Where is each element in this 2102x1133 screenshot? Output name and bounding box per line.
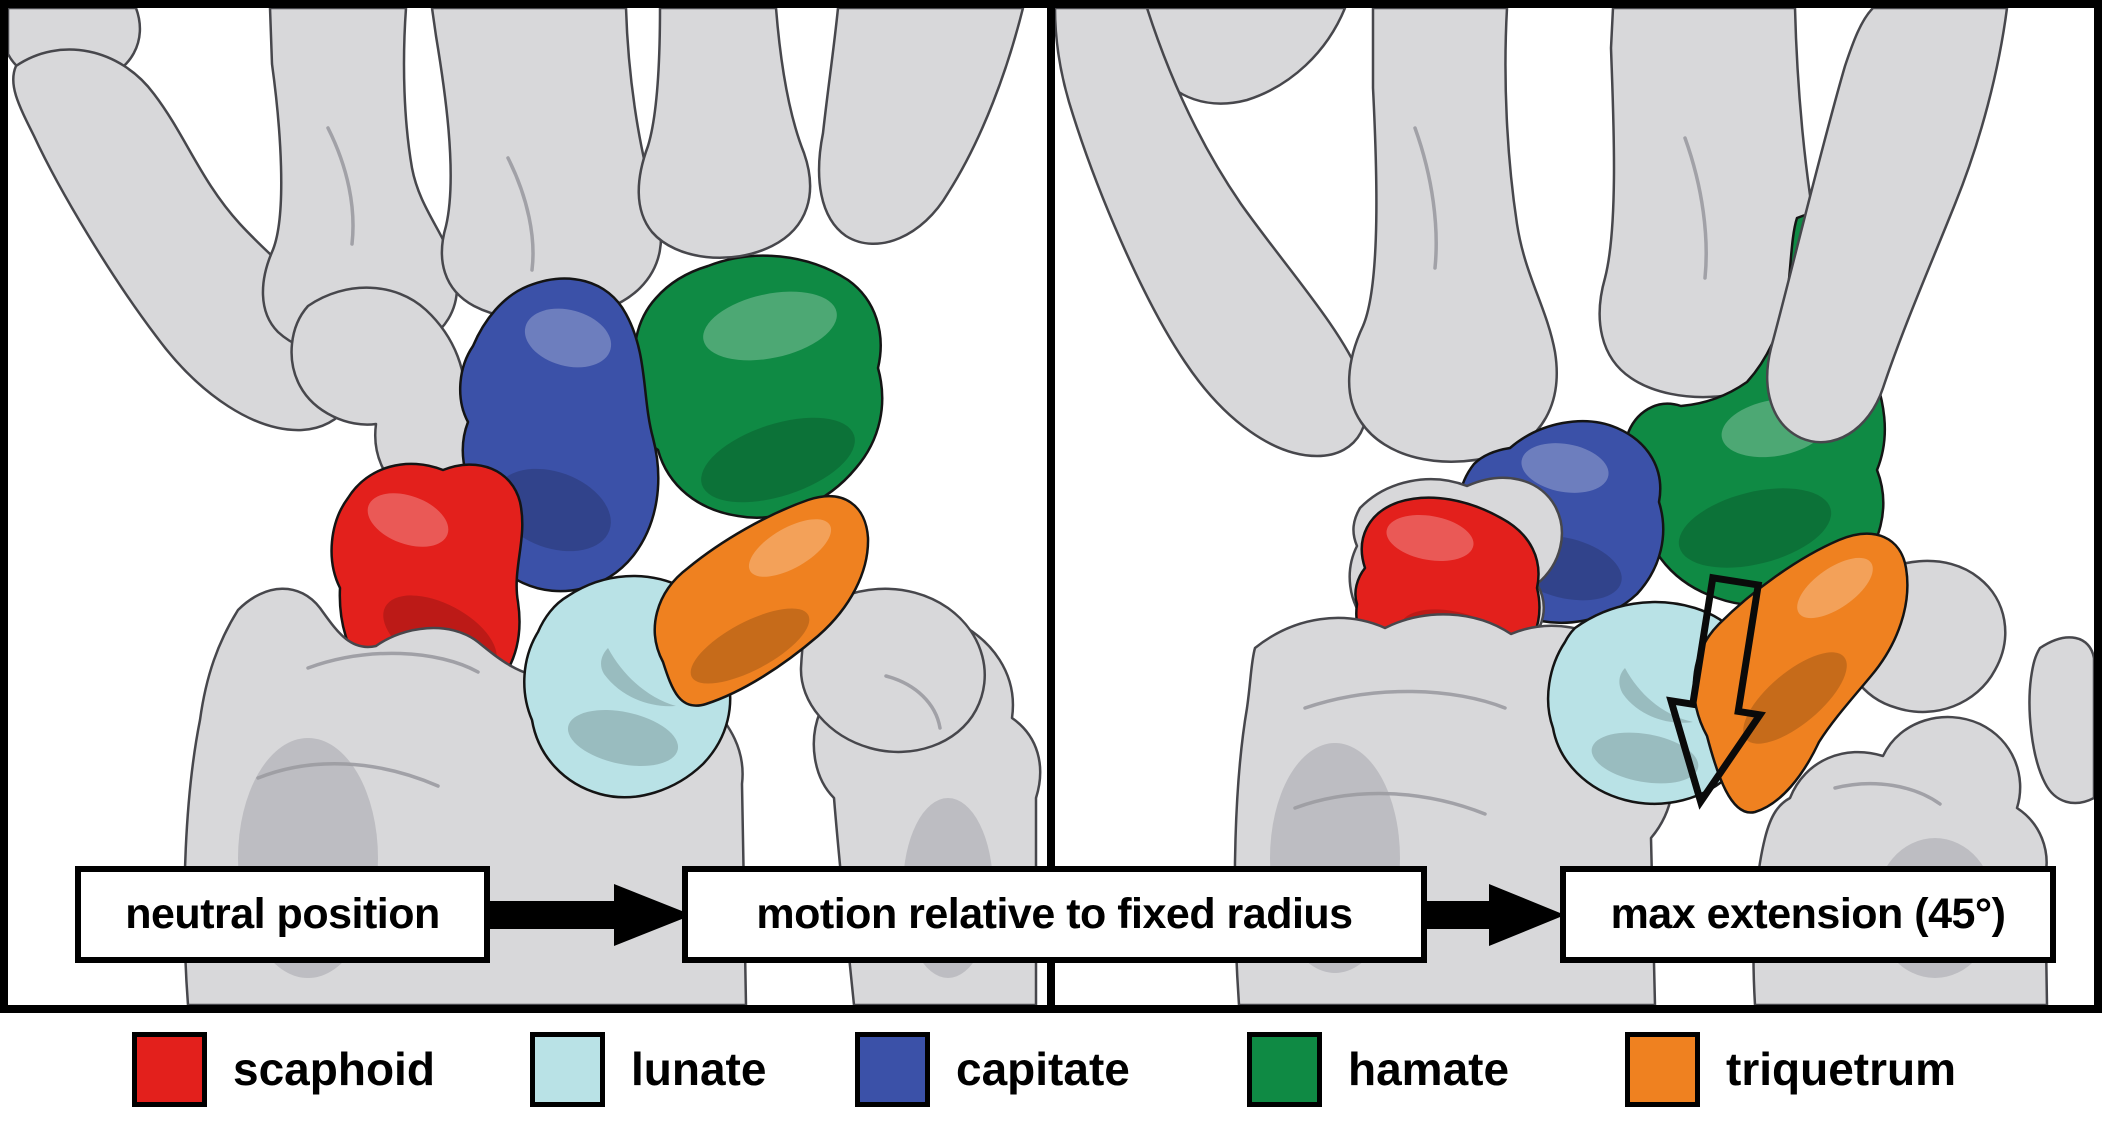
legend-item-hamate: hamate: [1247, 1032, 1509, 1107]
bone-highlight: [1386, 515, 1474, 561]
legend-label: hamate: [1348, 1043, 1510, 1095]
legend-item-triquetrum: triquetrum: [1625, 1032, 1956, 1107]
gray-bones-back: [1055, 8, 1827, 463]
legend-label: scaphoid: [233, 1043, 435, 1095]
bone-shading: [495, 468, 611, 552]
flow-arrow-icon: [486, 884, 692, 946]
legend-swatch-capitate: [855, 1032, 930, 1107]
triquetrum-outline: [653, 495, 870, 707]
bone-shading: [701, 417, 855, 503]
wrist-render-neutral: [8, 8, 1042, 1005]
swatch-color: [855, 1032, 930, 1107]
bone-highlight: [367, 493, 449, 547]
swatch-color: [1247, 1032, 1322, 1107]
legend: scaphoid lunate capitate hamate triquetr: [0, 1013, 2102, 1133]
caption-text: max extension (45°): [1610, 890, 2006, 938]
middle-metacarpal-bone: [430, 8, 663, 322]
legend-item-scaphoid: scaphoid: [132, 1032, 435, 1107]
bone-shading: [1591, 732, 1699, 784]
legend-swatch-hamate: [1247, 1032, 1322, 1107]
bone-texture-lines: [256, 126, 942, 788]
triquetrum-outline: [1692, 532, 1909, 814]
swatch-color: [1625, 1032, 1700, 1107]
swatch-color: [530, 1032, 605, 1107]
bone-shading: [1743, 652, 1847, 744]
index-metacarpal-bone: [1347, 8, 1558, 463]
render-panels: [0, 0, 2102, 1013]
bone-highlight: [1521, 443, 1609, 493]
bone-highlight: [524, 308, 612, 368]
legend-item-lunate: lunate: [530, 1032, 766, 1107]
caption-text: neutral position: [125, 890, 440, 938]
thumb-metacarpal-bone: [1055, 8, 1369, 458]
legend-item-capitate: capitate: [855, 1032, 1130, 1107]
ring-metacarpal-bone: [637, 8, 812, 259]
bone-highlight: [703, 291, 837, 361]
bone-texture-lines: [1293, 126, 1942, 816]
bone-shading: [567, 710, 679, 766]
flow-arrow-icon: [1423, 884, 1565, 946]
hamate-bone: [633, 254, 884, 519]
swatch-color: [132, 1032, 207, 1107]
ulnar-styloid-bone: [2028, 636, 2094, 805]
legend-label: lunate: [631, 1043, 767, 1095]
bone-highlight: [1797, 557, 1873, 619]
caption-motion-relative: motion relative to fixed radius: [682, 866, 1427, 963]
legend-swatch-triquetrum: [1625, 1032, 1700, 1107]
gray-bones-mid: [637, 8, 1025, 259]
legend-label: capitate: [956, 1043, 1130, 1095]
bone-shading: [1678, 488, 1832, 568]
right-panel-extension: [1055, 8, 2094, 1005]
gray-bones-mid: [1766, 8, 2009, 444]
caption-text: motion relative to fixed radius: [756, 890, 1353, 938]
caption-max-extension: max extension (45°): [1560, 866, 2056, 963]
ring-metacarpal-bone: [1766, 8, 2009, 444]
pisiform-bone: [799, 587, 986, 754]
bone-shading: [690, 608, 810, 684]
bone-shading: [601, 648, 676, 707]
left-panel-neutral: [8, 8, 1047, 1005]
legend-label: triquetrum: [1726, 1043, 1956, 1095]
triquetrum-bone: [653, 495, 870, 707]
bone-shading: [1619, 668, 1693, 723]
triquetrum-bone: [1692, 532, 1909, 814]
pinky-metacarpal-bone: [817, 8, 1025, 246]
motion-direction-arrow-icon: [1666, 573, 1766, 810]
wrist-render-extension: [1055, 8, 2094, 1005]
bone-highlight: [748, 519, 832, 577]
legend-swatch-lunate: [530, 1032, 605, 1107]
caption-neutral-position: neutral position: [75, 866, 490, 963]
legend-swatch-scaphoid: [132, 1032, 207, 1107]
